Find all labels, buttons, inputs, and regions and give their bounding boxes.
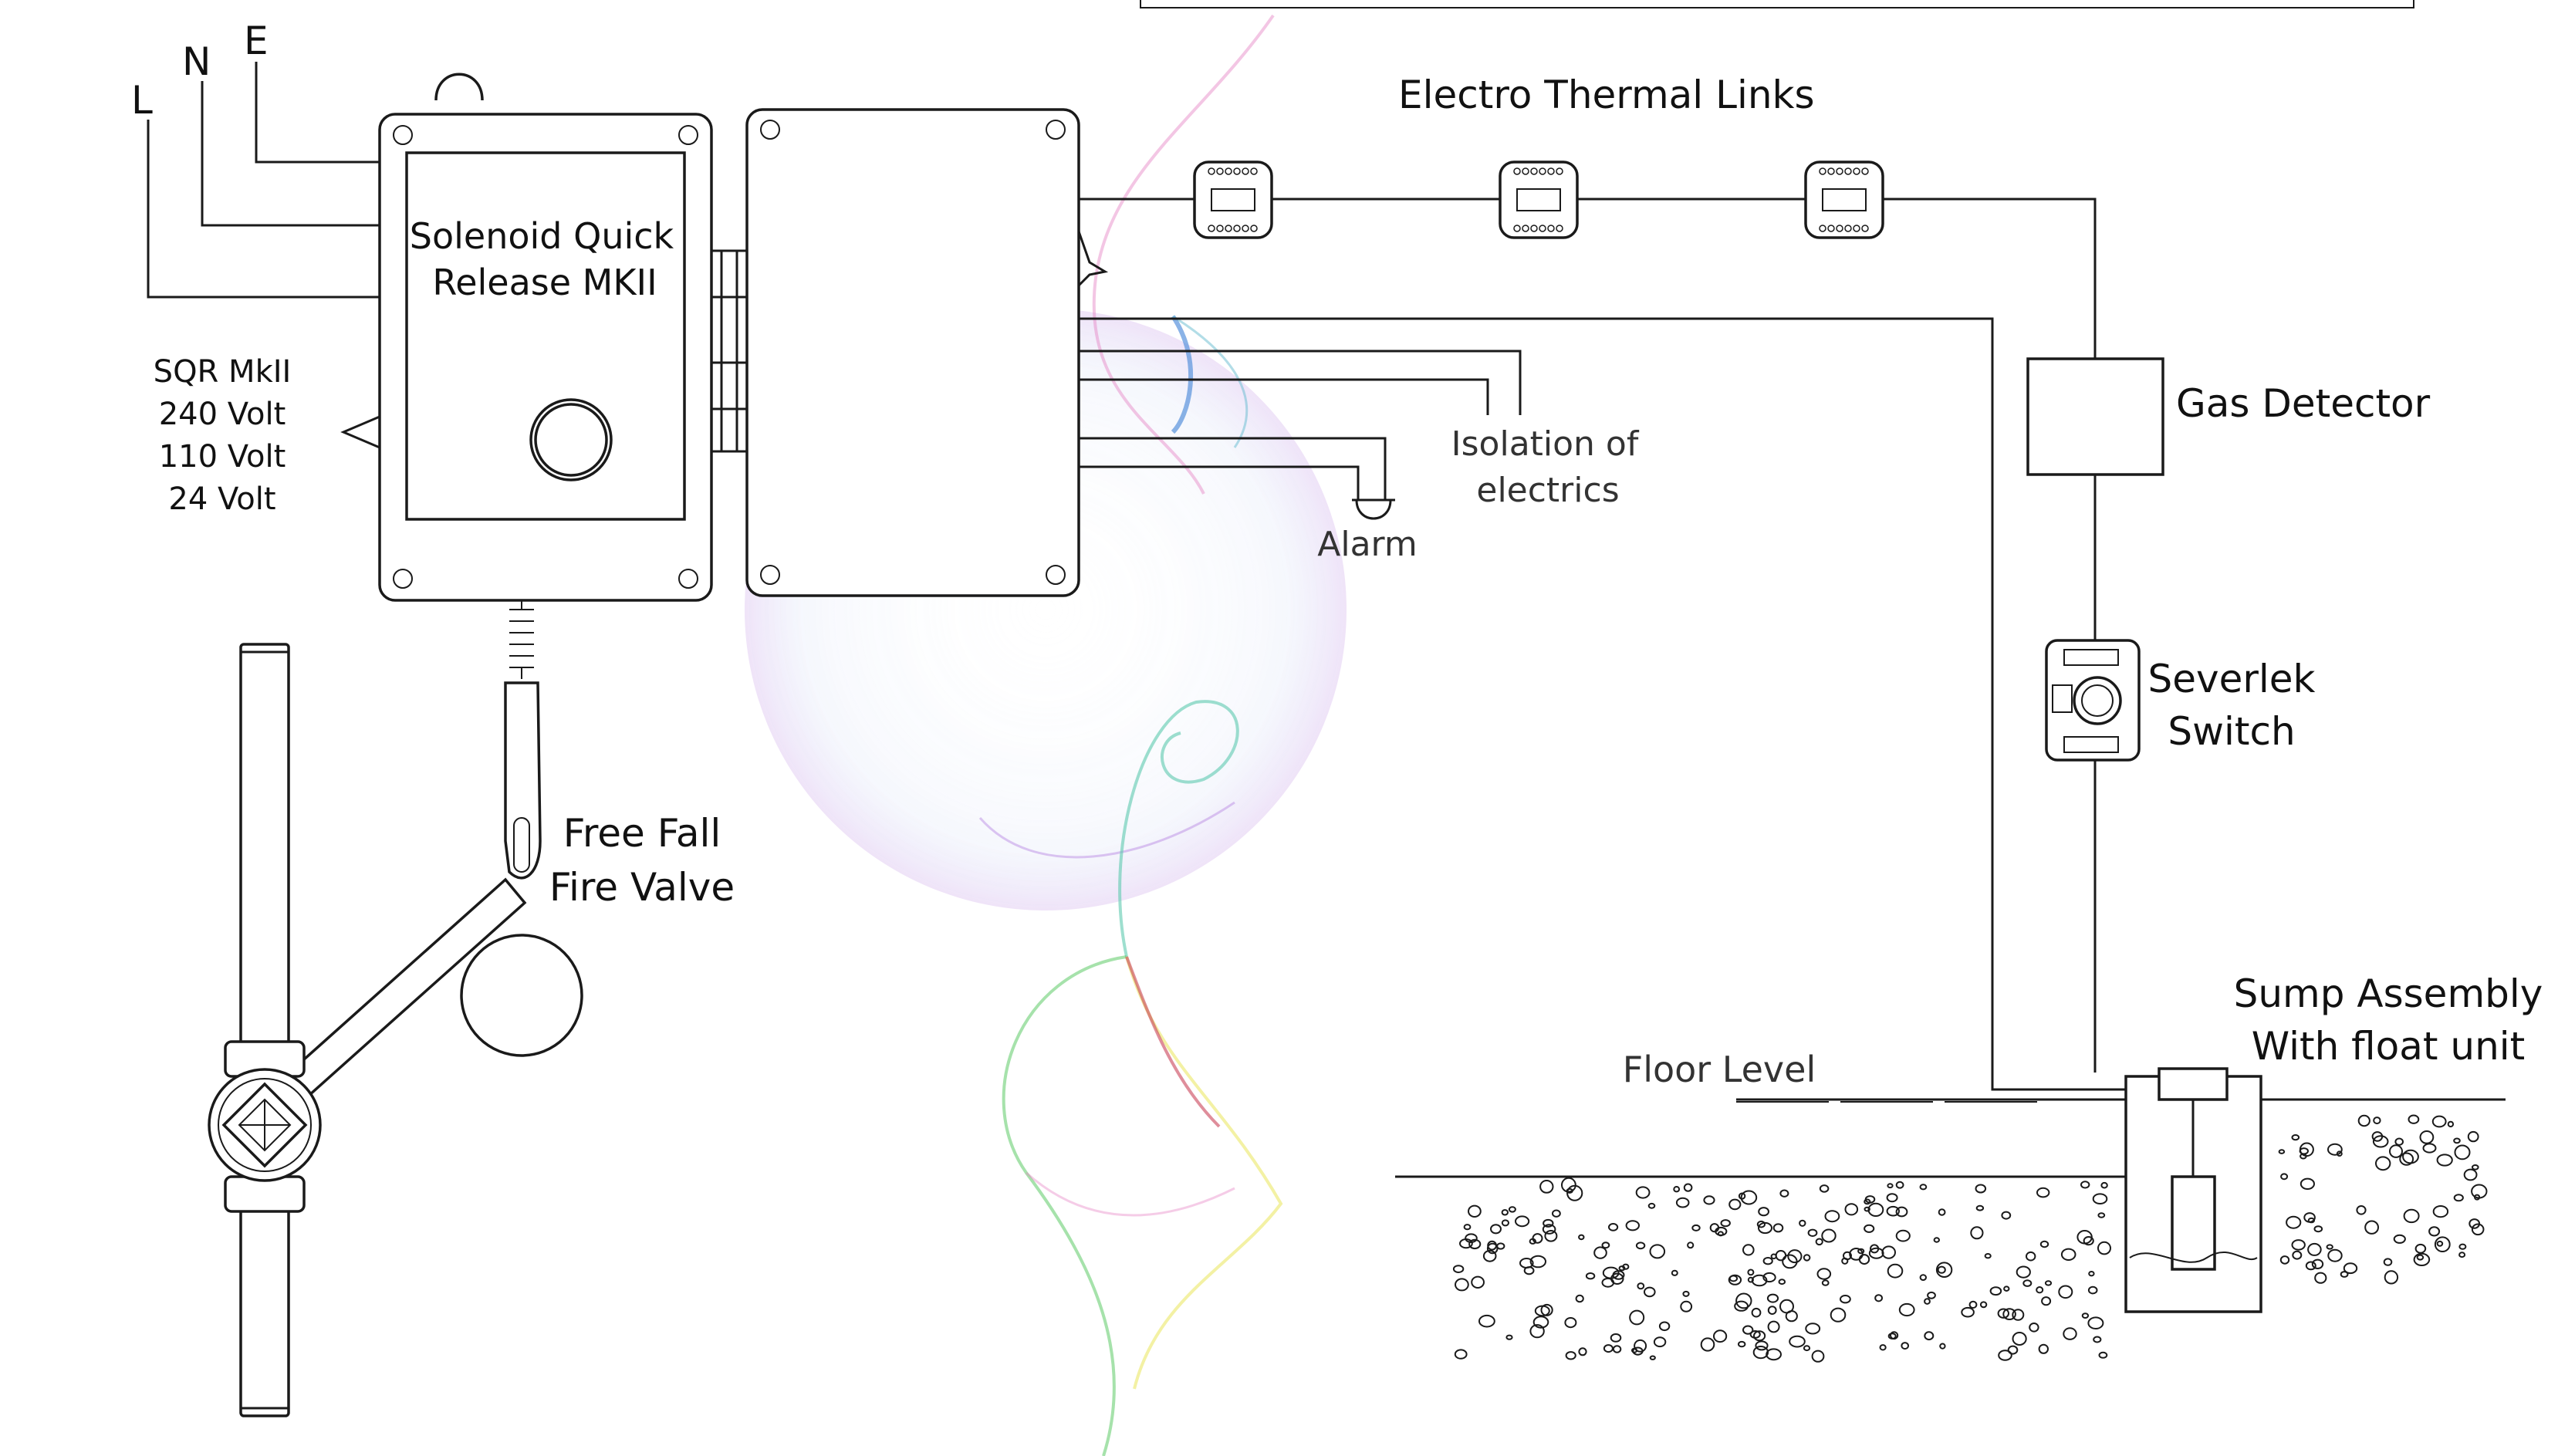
alarm-bell-icon bbox=[1352, 498, 1395, 520]
wire-e bbox=[255, 62, 380, 164]
sump-label-line1: Sump Assembly bbox=[2234, 971, 2543, 1016]
sqr-label-line3: 110 Volt bbox=[159, 439, 286, 475]
sqr-label-line1: SQR MkII bbox=[154, 354, 292, 390]
wire-n bbox=[201, 81, 380, 227]
box-connector bbox=[711, 249, 747, 453]
sump-feed-wire bbox=[1079, 317, 2153, 1091]
thermal-links-label: Electro Thermal Links bbox=[1398, 73, 1815, 117]
sump-assembly bbox=[2124, 1067, 2262, 1313]
free-fall-label-line1: Free Fall bbox=[563, 811, 721, 856]
label-l: L bbox=[131, 78, 153, 123]
isolation-wire-1 bbox=[1079, 350, 1522, 415]
sqr-label-line2: 240 Volt bbox=[159, 397, 286, 432]
top-frame-edge bbox=[1140, 0, 2414, 8]
solenoid-title-line2: Release MKII bbox=[432, 262, 657, 303]
float-ball bbox=[460, 934, 583, 1057]
fire-valve-pipe bbox=[208, 643, 322, 1417]
alarm-wire-2 bbox=[1079, 465, 1360, 500]
solenoid-title-line1: Solenoid Quick bbox=[410, 215, 674, 257]
gravel-texture bbox=[1452, 1114, 2488, 1363]
thermal-link-2 bbox=[1499, 160, 1579, 239]
gas-detector-box bbox=[2026, 357, 2164, 476]
severlek-label-line1: Severlek bbox=[2147, 657, 2315, 701]
label-e: E bbox=[244, 19, 269, 63]
severlek-label-line2: Switch bbox=[2168, 709, 2295, 754]
severlek-switch-box bbox=[2045, 639, 2141, 762]
thermal-link-1 bbox=[1193, 160, 1273, 239]
thermal-link-wire bbox=[1079, 198, 2097, 359]
free-fall-label-line2: Fire Valve bbox=[549, 865, 735, 910]
thermal-link-3 bbox=[1804, 160, 1884, 239]
sqr-label-line4: 24 Volt bbox=[168, 481, 275, 517]
solenoid-quick-release-box bbox=[340, 73, 713, 602]
isolation-label-line2: electrics bbox=[1476, 471, 1619, 510]
isolation-wire-2 bbox=[1079, 378, 1489, 415]
label-n: N bbox=[182, 39, 211, 84]
sump-label-line2: With float unit bbox=[2252, 1024, 2526, 1069]
alarm-label: Alarm bbox=[1317, 525, 1417, 564]
isolation-label-line1: Isolation of bbox=[1451, 424, 1640, 464]
gas-detector-label: Gas Detector bbox=[2176, 381, 2431, 426]
floor-level-label: Floor Level bbox=[1623, 1049, 1816, 1090]
valve-lever-arm bbox=[504, 681, 542, 880]
alarm-wire-1 bbox=[1079, 437, 1387, 500]
release-spring bbox=[509, 600, 534, 679]
terminal-box bbox=[745, 108, 1109, 597]
wire-l bbox=[147, 120, 380, 299]
